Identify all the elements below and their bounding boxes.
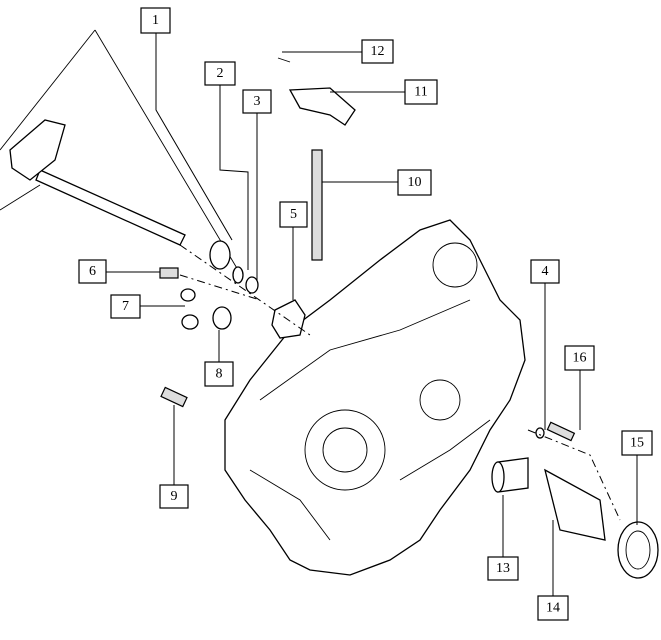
axis-line [179, 274, 261, 301]
svg-text:8: 8 [216, 367, 223, 382]
callout-1: 1 [140, 7, 171, 34]
svg-text:13: 13 [496, 561, 510, 576]
svg-text:4: 4 [542, 264, 549, 279]
leader-lines [106, 33, 638, 596]
callout-6: 6 [78, 259, 107, 284]
svg-text:10: 10 [408, 175, 422, 190]
svg-text:2: 2 [217, 66, 224, 81]
callout-11: 11 [404, 79, 438, 105]
shift-shaft-part [0, 29, 239, 271]
axis-line [527, 429, 621, 521]
callout-9: 9 [159, 484, 189, 509]
svg-text:6: 6 [89, 264, 96, 279]
callout-2: 2 [204, 61, 236, 86]
callout-5: 5 [279, 201, 308, 228]
callout-14: 14 [537, 595, 569, 621]
axis-line [179, 244, 311, 336]
callout-13: 13 [487, 556, 519, 581]
svg-text:16: 16 [573, 351, 587, 366]
svg-text:14: 14 [546, 601, 560, 616]
svg-text:15: 15 [630, 436, 644, 451]
svg-text:7: 7 [122, 299, 129, 314]
callout-3: 3 [242, 89, 272, 114]
callout-12: 12 [361, 39, 394, 64]
callout-7: 7 [110, 294, 141, 319]
callout-15: 15 [621, 430, 653, 456]
svg-text:5: 5 [290, 207, 297, 222]
small-parts [159, 57, 659, 579]
svg-text:9: 9 [171, 489, 178, 504]
svg-text:1: 1 [152, 13, 159, 28]
callout-10: 10 [397, 169, 432, 196]
callout-16: 16 [564, 345, 595, 371]
callout-8: 8 [204, 361, 234, 387]
svg-text:11: 11 [414, 85, 427, 100]
svg-text:3: 3 [254, 94, 261, 109]
crankcase-part [224, 219, 526, 576]
svg-text:12: 12 [371, 44, 385, 59]
callout-4: 4 [530, 259, 560, 284]
